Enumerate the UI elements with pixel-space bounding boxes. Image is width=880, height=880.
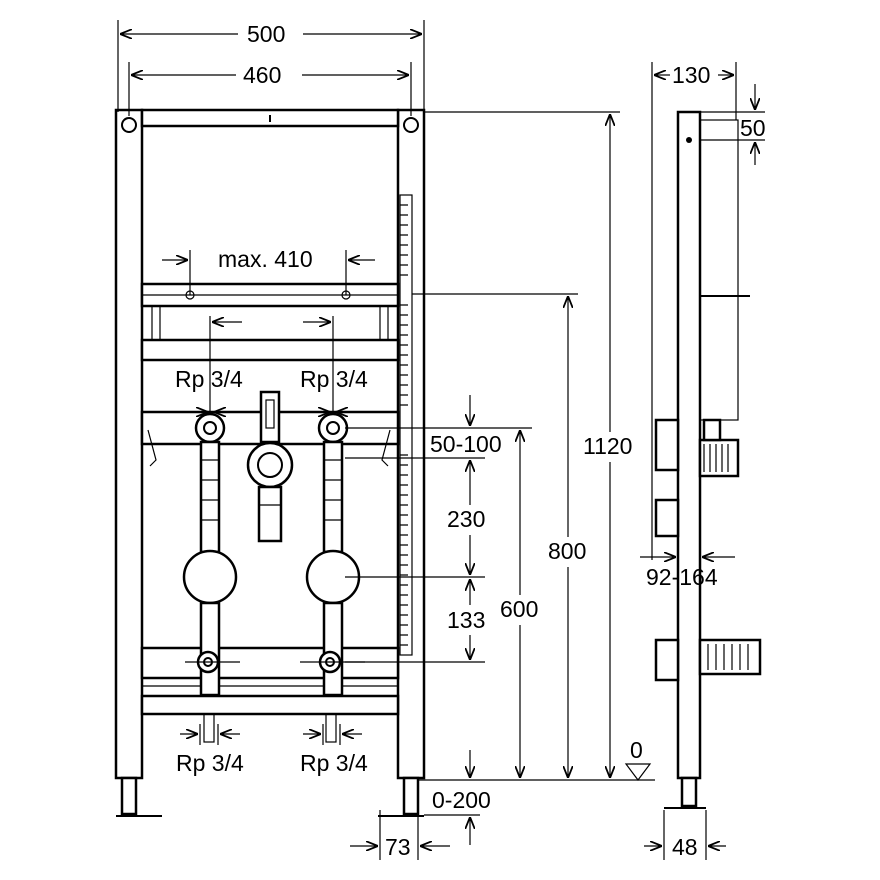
label-rp-top-right: Rp 3/4 [300, 366, 368, 392]
dim-73: 73 [385, 834, 411, 860]
label-rp-top-left: Rp 3/4 [175, 366, 243, 392]
floor-level-label: 0 [630, 737, 643, 763]
dim-92-164: 92-164 [646, 564, 718, 590]
dim-max-410: max. 410 [218, 246, 313, 272]
scale-ticks [400, 204, 408, 646]
dim-230: 230 [447, 506, 485, 532]
label-rp-bottom-left: Rp 3/4 [176, 750, 244, 776]
dim-1120: 1120 [583, 433, 632, 459]
front-frame [114, 108, 426, 817]
dim-top-50: 50 [740, 115, 766, 141]
dim-800: 800 [548, 538, 586, 564]
dim-width-overall: 500 [247, 21, 285, 47]
dim-50-100: 50-100 [430, 431, 502, 457]
floor-level-marker [624, 763, 652, 781]
side-view: 130 50 92-164 48 [640, 62, 766, 860]
dim-foot-48: 48 [672, 834, 698, 860]
front-dimensions: 500 460 max. 410 Rp 3/4 Rp 3/4 Rp 3/4 Rp… [117, 20, 655, 860]
dim-133: 133 [447, 607, 485, 633]
label-rp-bottom-right: Rp 3/4 [300, 750, 368, 776]
dim-600: 600 [500, 596, 538, 622]
water-pipes [182, 390, 365, 743]
dim-depth-130: 130 [672, 62, 710, 88]
dim-0-200: 0-200 [432, 787, 491, 813]
dim-width-inner: 460 [243, 62, 281, 88]
